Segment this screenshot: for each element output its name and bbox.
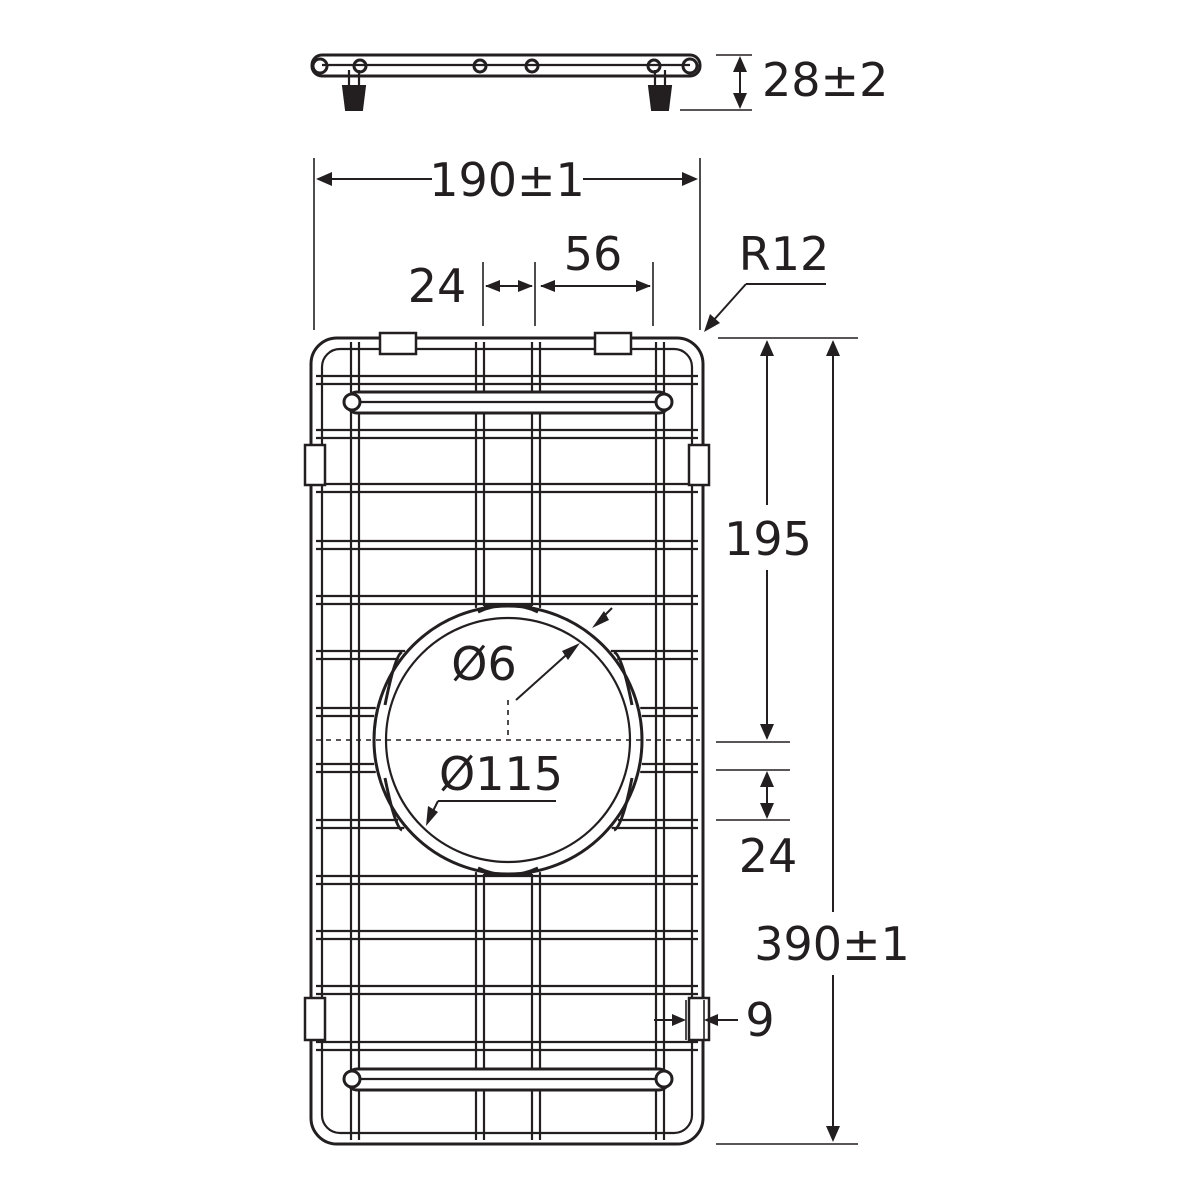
- center-gap-label: 24: [408, 259, 467, 313]
- side-view-wire-section: [472, 58, 488, 74]
- longitudinal-wires: [349, 342, 666, 1140]
- overall-width-label: 190±1: [429, 153, 585, 207]
- height-label: 28±2: [762, 53, 888, 107]
- wire-diameter-leader: [515, 607, 613, 701]
- hole-diameter-label: Ø115: [439, 747, 563, 801]
- corner-radius-leader: [704, 283, 826, 332]
- top-rail: [342, 390, 674, 415]
- bumper-left-top: [303, 443, 327, 487]
- corner-radius-label: R12: [739, 227, 830, 281]
- side-view-wire-section: [524, 58, 540, 74]
- cross-wire-pitch-label: 24: [739, 829, 798, 883]
- grid-plan-view: [303, 331, 711, 1146]
- bumper-left-bottom: [303, 996, 327, 1042]
- center-offset-dimension: [760, 340, 774, 740]
- width-dimension: [313, 158, 701, 330]
- overall-length-dimension: [826, 340, 840, 1142]
- grid-outer-frame-inner: [320, 347, 694, 1135]
- cross-wires: [316, 374, 698, 1052]
- bottom-rail: [342, 1067, 674, 1092]
- grid-outer-frame: [309, 336, 705, 1146]
- side-view-foot-right: [647, 70, 673, 111]
- overall-length-label: 390±1: [754, 917, 910, 971]
- side-view: 28±2: [310, 53, 888, 111]
- foot-width-label: 9: [745, 993, 774, 1047]
- side-view-end-loop-left: [311, 57, 329, 75]
- side-view-end-loop-right: [681, 57, 699, 75]
- wire-spacing-dimension: [540, 262, 654, 326]
- center-gap-dimension: [482, 262, 536, 326]
- hole-diameter-leader: [426, 800, 556, 826]
- side-view-foot-left: [341, 70, 367, 111]
- cross-wire-pitch-dimension: [760, 771, 774, 819]
- foot-width-dimension: [654, 1000, 738, 1040]
- clip-top-left: [378, 331, 418, 356]
- clip-top-right: [593, 331, 633, 356]
- wire-spacing-label: 56: [564, 227, 623, 281]
- bumper-right-top: [687, 443, 711, 487]
- height-dimension-line: [733, 56, 747, 109]
- center-offset-label: 195: [724, 512, 812, 566]
- wire-diameter-label: Ø6: [451, 637, 516, 691]
